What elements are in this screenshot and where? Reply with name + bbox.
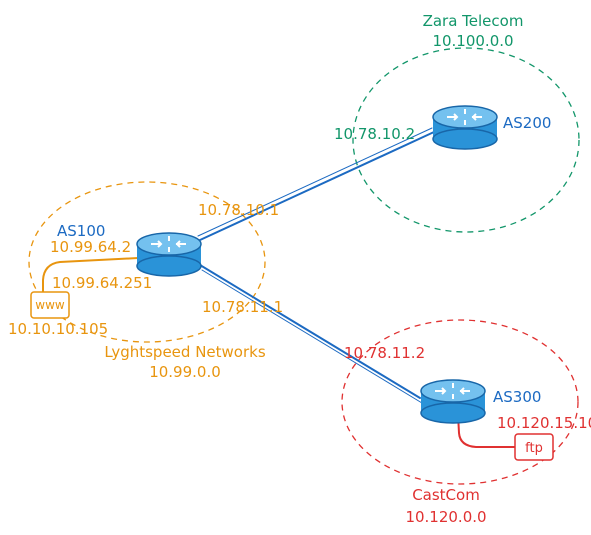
router-as200[interactable]: [432, 105, 498, 150]
zara-network-subnet: 10.100.0.0: [432, 32, 513, 50]
server-icon: [514, 433, 554, 461]
www-gateway-ip: 10.99.64.251: [52, 274, 152, 292]
ftp-cable: [457, 413, 516, 448]
host-www[interactable]: www: [30, 291, 70, 319]
host-ftp[interactable]: ftp: [514, 433, 554, 461]
link-as100-as200-ip-near-as200: 10.78.10.2: [334, 125, 415, 143]
router-icon: [136, 232, 202, 277]
as200-label: AS200: [503, 114, 551, 132]
link-as100-as300-ip-near-as300: 10.78.11.2: [344, 344, 425, 362]
lyght-network-name: Lyghtspeed Networks: [104, 343, 265, 361]
zara-network-name: Zara Telecom: [423, 12, 524, 30]
link-as100-as300-ip-near-as100: 10.78.11.1: [202, 298, 283, 316]
ftp-ip: 10.120.15.10: [497, 414, 591, 432]
as100-label: AS100: [57, 222, 105, 240]
router-icon: [420, 379, 486, 424]
cast-network-subnet: 10.120.0.0: [405, 508, 486, 526]
server-icon: [30, 291, 70, 319]
as300-label: AS300: [493, 388, 541, 406]
link-as100-as200-ip-near-as100: 10.78.10.1: [198, 201, 279, 219]
lyght-network-boundary: [28, 181, 266, 343]
host-www-label: www: [35, 298, 65, 312]
router-as100[interactable]: [136, 232, 202, 277]
router-icon: [432, 105, 498, 150]
www-ip: 10.10.10.105: [8, 320, 108, 338]
link-as100-as300: [199, 264, 423, 404]
link-as100-as200: [197, 127, 435, 241]
as100-ip: 10.99.64.2: [50, 238, 131, 256]
cast-network-name: CastCom: [412, 486, 480, 504]
router-as300[interactable]: [420, 379, 486, 424]
lyght-network-subnet: 10.99.0.0: [149, 363, 221, 381]
www-cable: [42, 257, 139, 296]
cast-network-boundary: [341, 319, 579, 485]
host-ftp-label: ftp: [525, 441, 543, 456]
zara-network-boundary: [352, 47, 580, 233]
